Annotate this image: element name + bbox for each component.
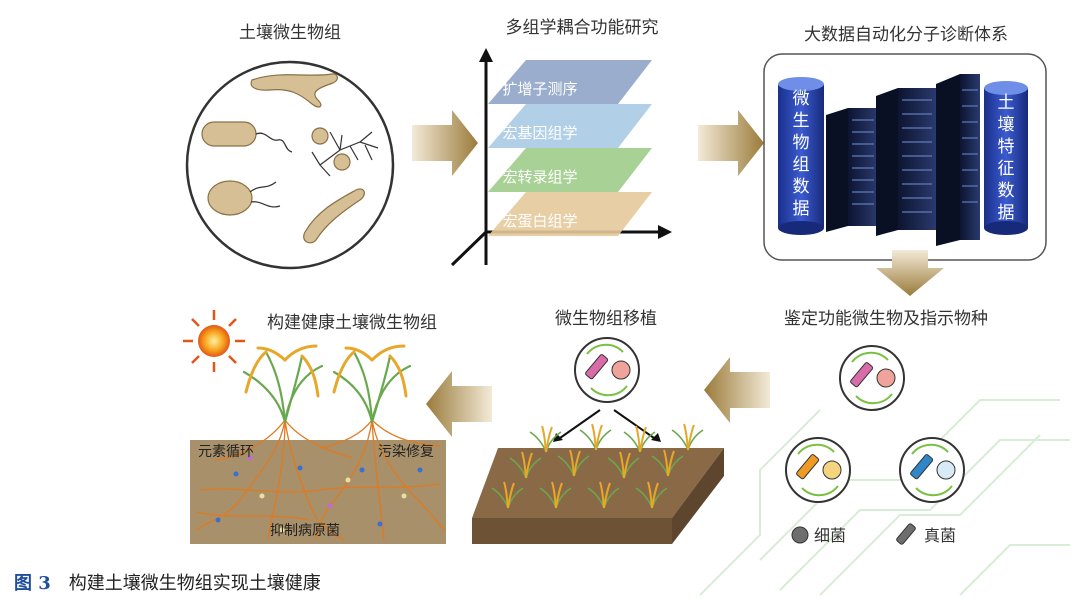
branched-microbe [250,73,338,108]
omics-layer: 宏转录组学 [488,148,652,192]
sample-circle-top [839,345,905,411]
soil-profile [190,440,446,544]
soil-slab [472,448,724,518]
figure-number: 图 3 [14,573,51,594]
microbiome-data-cylinder [778,77,824,235]
flow-arrow-2 [698,110,764,176]
omics-layer: 宏蛋白组学 [488,192,652,236]
healthy-soil-panel [183,310,446,544]
fungi-legend-icon [896,523,916,545]
transplant-panel [472,337,724,544]
soil-microbes [215,455,423,533]
seedling [651,449,684,477]
fungal-hyphae [311,131,379,177]
omics-layer-label: 宏蛋白组学 [502,212,577,230]
seedling [623,425,656,453]
vertical-char: 壤 [998,114,1015,135]
flow-arrow-1 [412,110,478,176]
flow-arrow-left-2 [426,371,492,437]
label-big-data: 大数据自动化分子诊断体系 [804,25,1008,45]
sample-circle-right [899,437,965,503]
vertical-char: 特 [998,137,1015,157]
soil-microbiome-circle [185,60,395,270]
label-healthy: 构建健康土壤微生物组 [267,312,437,333]
vertical-char: 物 [793,133,810,153]
legend-fungi-label: 真菌 [924,526,956,545]
seedling [529,425,562,453]
omics-layer: 宏基因组学 [488,104,652,148]
server-racks-icon [826,74,980,246]
seedling [557,449,590,477]
label-element-cycling: 元素循环 [198,444,254,460]
legend-bacteria-label: 细菌 [814,526,846,545]
vertical-char: 微 [793,89,810,109]
sample-circle-transplant [574,337,640,403]
vertical-char: 组 [793,155,810,175]
flow-arrow-left-1 [704,357,770,423]
omics-layer: 扩增子测序 [488,60,652,104]
omics-layer-label: 宏转录组学 [502,168,577,186]
rod-microbe [201,121,257,147]
seedling [635,481,668,509]
label-soil-microbiome: 土壤微生物组 [239,22,341,43]
vertical-char: 生 [793,111,810,131]
label-identify: 鉴定功能微生物及指示物种 [784,309,988,329]
seedling [587,481,620,509]
figure-caption: 图 3 构建土壤微生物组实现土壤健康 [14,569,321,595]
seedling [671,423,704,451]
microbe-identification [785,345,965,545]
label-transplant: 微生物组移植 [555,309,657,329]
vertical-char: 数 [793,177,810,197]
seedling [509,451,542,479]
oval-microbe [207,180,253,216]
rice-plants [242,344,412,424]
vertical-char: 据 [998,203,1015,223]
soil-data-cylinder [984,81,1028,235]
big-data-box [763,53,1047,261]
sun-icon [183,310,245,372]
vertical-char: 土 [998,93,1015,113]
vertical-char: 据 [793,199,810,219]
omics-layer-label: 扩增子测序 [502,80,577,98]
roots [195,419,445,541]
curved-rod-microbe [303,188,365,244]
seedling [539,481,572,509]
vertical-char: 数 [998,181,1015,201]
seedlings [491,423,704,509]
seedling [607,451,640,479]
label-remediation: 污染修复 [378,443,434,460]
flow-arrow-down [876,250,944,296]
seedling [579,423,612,451]
figure-caption-text: 构建土壤微生物组实现土壤健康 [68,573,321,594]
seedling [491,481,524,509]
circuit-background [699,399,1070,596]
label-multiomics: 多组学耦合功能研究 [506,18,659,38]
label-pathogen-suppression: 抑制病原菌 [270,523,340,539]
sample-circle-left [785,437,851,503]
omics-layer-label: 宏基因组学 [502,124,577,142]
bacteria-legend-icon [791,526,809,544]
vertical-char: 征 [998,159,1015,179]
